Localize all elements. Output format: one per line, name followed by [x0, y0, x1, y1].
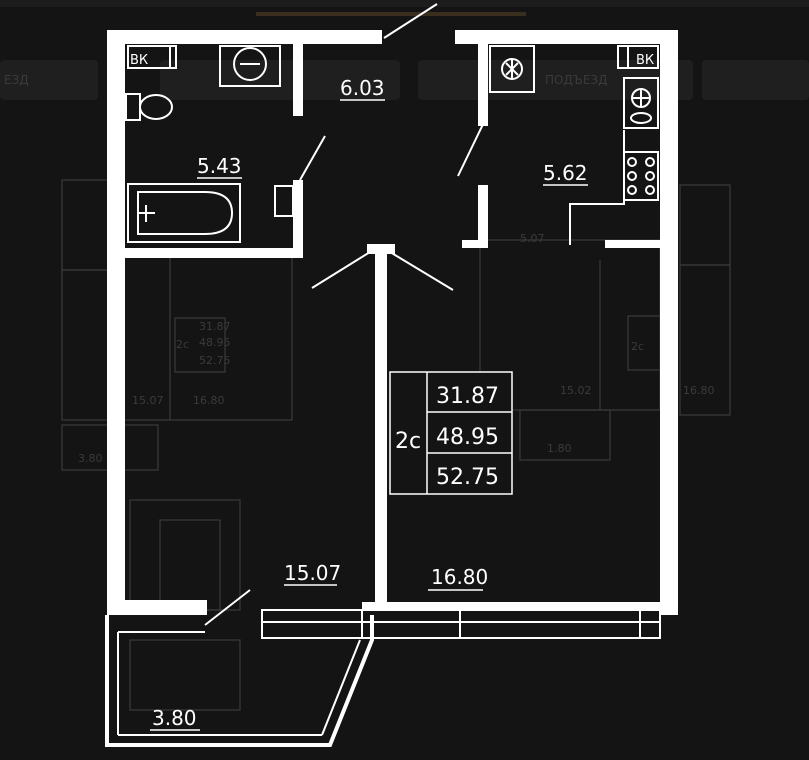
wall-bottom-left	[107, 600, 207, 615]
area-bathroom: 5.43	[197, 154, 242, 178]
ghost-room-3: 3.80	[78, 452, 103, 465]
area-total-balcony: 52.75	[436, 465, 499, 490]
counter	[569, 130, 625, 245]
wall-bath-right-bottom	[293, 180, 303, 258]
toilet-bowl	[139, 94, 173, 120]
wall-top-right	[455, 30, 678, 44]
apartment-type: 2с	[395, 429, 421, 454]
wall-right-outer	[660, 30, 678, 615]
top-strip	[0, 0, 809, 7]
area-summary-frame	[389, 371, 513, 495]
kitchen-door-swing	[457, 117, 487, 177]
wall-bath-right-top	[293, 44, 303, 116]
top-accent	[256, 12, 526, 16]
vk-label-left: ВК	[130, 53, 148, 68]
ghost-area-3: 52.75	[199, 354, 231, 367]
ghost-room-7: 1.80	[547, 442, 572, 455]
fridge-snowflake-icon	[501, 58, 523, 80]
ghost-type: 2с	[176, 338, 189, 351]
area-living: 31.87	[436, 384, 499, 409]
walls	[107, 30, 678, 615]
fridge	[489, 45, 535, 93]
bathtub	[127, 183, 241, 243]
window-bottom	[261, 609, 661, 639]
ghost-room-1: 15.07	[132, 394, 164, 407]
ghost-room-6: 16.80	[683, 384, 715, 397]
toilet-tank	[125, 93, 141, 121]
bg-tab-1[interactable]	[0, 60, 98, 100]
ghost-area-2: 48.95	[199, 336, 231, 349]
wall-left-outer	[107, 30, 125, 615]
kitchen-sink	[623, 77, 659, 129]
wall-partition	[375, 252, 387, 602]
kitchen-fixtures	[489, 45, 659, 245]
area-summary: 2с 31.87 48.95 52.75	[389, 371, 513, 495]
bath-box	[274, 185, 294, 217]
area-hall: 6.03	[340, 76, 385, 100]
ghost-area-1: 31.87	[199, 320, 231, 333]
area-room-left: 15.07	[284, 561, 341, 585]
entry-door-swing	[383, 3, 438, 39]
bg-tab-3-label: ПОДЪЕЗД	[545, 73, 607, 87]
ghost-room-2: 16.80	[193, 394, 225, 407]
wall-bottom-right	[362, 602, 660, 610]
ghost-room-5: 15.02	[560, 384, 592, 397]
area-kitchen: 5.62	[543, 161, 588, 185]
bath-door-swing	[299, 135, 326, 181]
wall-kitchen-left-top	[478, 44, 488, 126]
balcony-door-swing	[204, 589, 251, 626]
bathroom-fixtures	[125, 45, 294, 243]
room-left-door-swing	[311, 251, 371, 289]
vk-duct-right	[617, 45, 659, 69]
ghost-labels: 2с 31.87 48.95 52.75 15.07 16.80 3.80 5.…	[78, 232, 715, 465]
wall-bath-bottom	[125, 248, 303, 258]
vk-duct-left	[127, 45, 177, 69]
area-room-right: 16.80	[431, 565, 488, 589]
balcony	[105, 615, 374, 747]
wall-kitchen-stub	[462, 240, 488, 248]
room-labels: 6.03 5.43 5.62 15.07 16.80 3.80	[150, 76, 588, 731]
wall-kitchen-left-bottom	[478, 185, 488, 247]
bg-tab-4[interactable]	[702, 60, 809, 100]
wall-top-left	[107, 30, 382, 44]
bathtub-inner	[137, 191, 234, 235]
area-total: 48.95	[436, 425, 499, 450]
ghost-type-2: 2с	[631, 340, 644, 353]
ghost-room-4: 5.07	[520, 232, 545, 245]
sink-bowl	[233, 47, 267, 81]
room-right-door-swing	[389, 251, 454, 291]
wall-partition-cap	[367, 244, 395, 254]
sink	[219, 45, 281, 87]
area-balcony: 3.80	[152, 706, 197, 730]
bg-tab-1-label: ЕЗД	[4, 73, 29, 87]
wall-kitchen-bottom	[605, 240, 660, 248]
vk-label-right: ВК	[636, 53, 654, 68]
